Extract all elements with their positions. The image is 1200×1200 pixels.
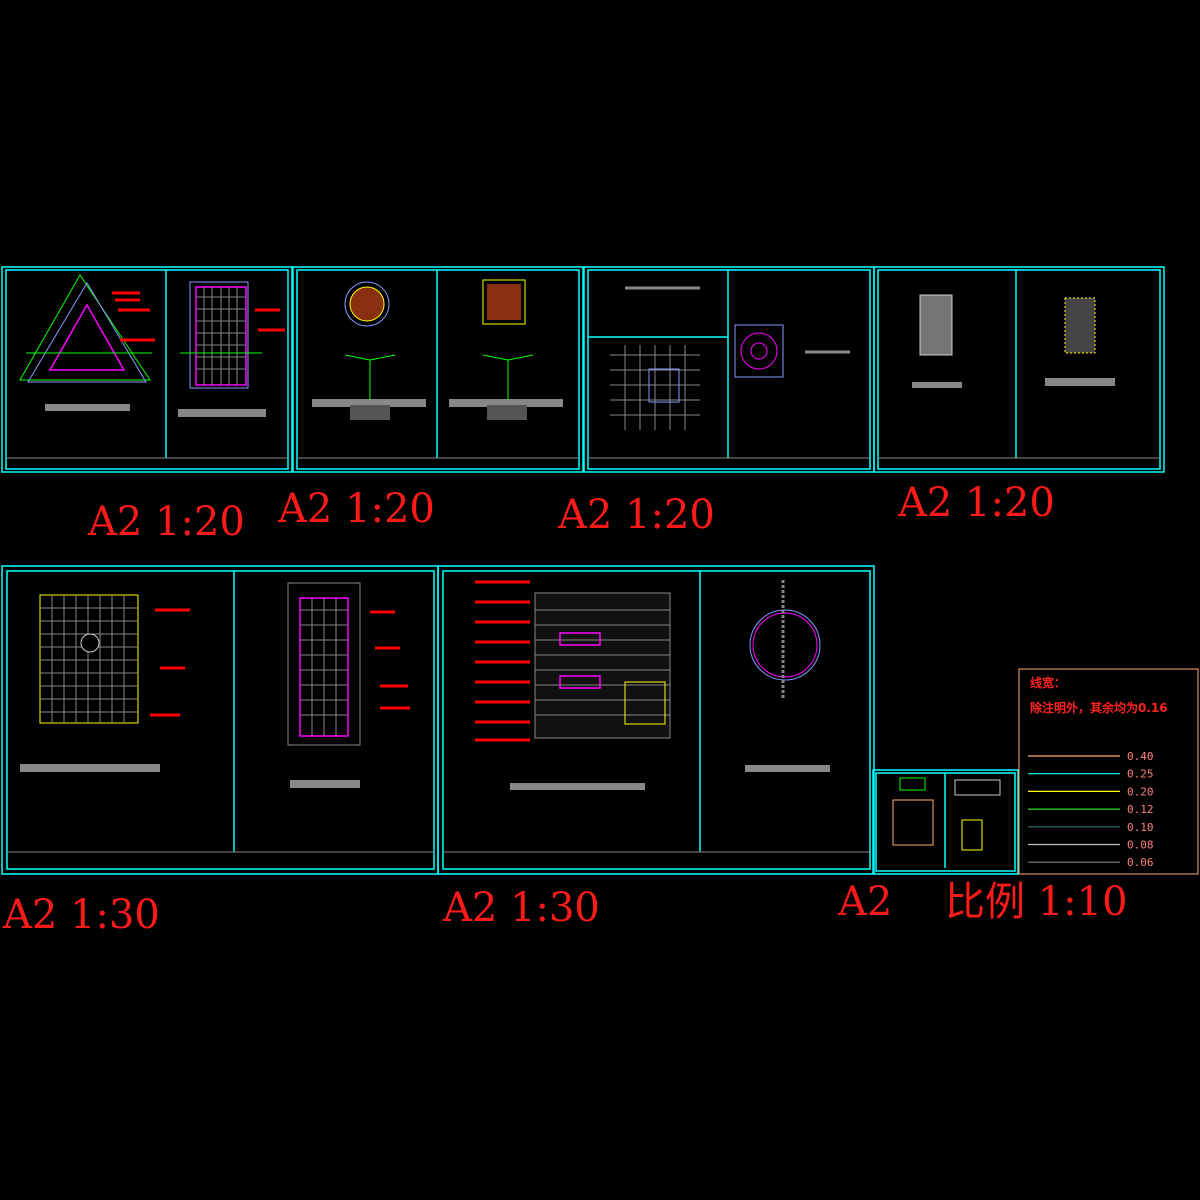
sheet-frames — [1, 266, 1165, 875]
sheet-1-frame — [1, 266, 293, 473]
sheet-7-scale-label: A2 — [837, 879, 892, 925]
legend-title: 线宽： — [1030, 675, 1066, 690]
legend-value-1: 0.25 — [1127, 768, 1154, 781]
title-bars — [6, 457, 1160, 853]
sheet-6-frame — [437, 565, 875, 875]
tree-pit-drawings — [312, 279, 563, 420]
grid-and-circle-drawings — [610, 286, 850, 430]
legend-value-4: 0.10 — [1127, 821, 1154, 834]
sheet-1-scale-label: A2 1:20 — [87, 499, 245, 545]
legend-value-5: 0.08 — [1127, 839, 1154, 852]
legend-value-0: 0.40 — [1127, 750, 1154, 763]
triangle-plan-drawing — [19, 274, 285, 417]
pillar-drawings — [912, 294, 1115, 388]
line-weight-legend: 线宽： 除注明外，其余均为0.16 0.40 0.25 0.20 0.12 0.10 0.… — [1018, 668, 1199, 875]
wall-and-circle-drawings — [475, 580, 830, 790]
legend-value-6: 0.06 — [1127, 856, 1154, 869]
sheet-4-frame — [873, 266, 1165, 473]
sheet-3-scale-label: A2 1:20 — [557, 492, 715, 538]
sheet-7-frame — [872, 769, 1019, 875]
sheet-2-frame — [292, 266, 584, 473]
sheet-7-scale-note: 比例 1:10 — [945, 879, 1128, 925]
sheet-2-scale-label: A2 1:20 — [277, 486, 435, 532]
legend-value-2: 0.20 — [1127, 785, 1154, 798]
legend-value-3: 0.12 — [1127, 803, 1154, 816]
sheet-6-scale-label: A2 1:30 — [442, 885, 600, 931]
sheet-4-scale-label: A2 1:20 — [897, 480, 1055, 526]
legend-note: 除注明外，其余均为0.16 — [1030, 700, 1168, 715]
paving-plan-drawings — [20, 582, 410, 788]
sheet-5-scale-label: A2 1:30 — [2, 892, 160, 938]
gate-detail-drawings — [892, 777, 1001, 851]
